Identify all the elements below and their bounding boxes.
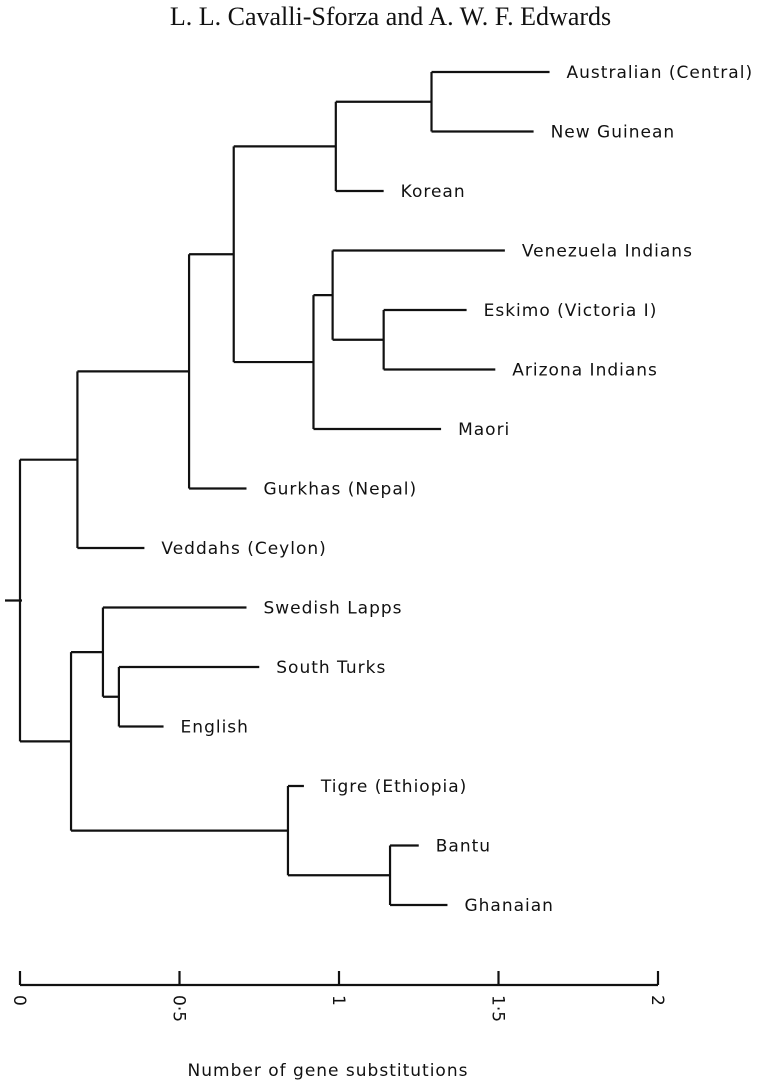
tick-label: 1 bbox=[328, 995, 348, 1006]
tick-label: 2 bbox=[647, 995, 667, 1006]
leaf-label: Arizona Indians bbox=[512, 361, 658, 381]
leaf-label: Bantu bbox=[436, 837, 491, 857]
leaf-label: Veddahs (Ceylon) bbox=[161, 539, 326, 559]
leaf-label: English bbox=[181, 718, 249, 738]
leaf-label: Gurkhas (Nepal) bbox=[263, 480, 417, 500]
tree-branches bbox=[5, 70, 550, 907]
tick-label: 0·5 bbox=[169, 995, 189, 1022]
tick-label: 1·5 bbox=[488, 995, 508, 1022]
x-axis-title: Number of gene substitutions bbox=[188, 1061, 469, 1081]
leaf-label: Swedish Lapps bbox=[263, 599, 402, 619]
leaf-label: South Turks bbox=[276, 658, 386, 678]
leaf-label: Tigre (Ethiopia) bbox=[320, 777, 467, 797]
tick-label: 0 bbox=[9, 995, 29, 1006]
x-axis: 0 0·5 1 1·5 2 bbox=[9, 971, 667, 1022]
leaf-label: Eskimo (Victoria I) bbox=[484, 301, 658, 321]
running-head: L. L. Cavalli-Sforza and A. W. F. Edward… bbox=[169, 2, 612, 31]
leaf-label: Korean bbox=[401, 182, 466, 202]
leaf-label: New Guinean bbox=[551, 123, 676, 143]
leaf-label: Maori bbox=[458, 420, 510, 440]
leaf-label: Venezuela Indians bbox=[522, 242, 693, 262]
leaf-label: Australian (Central) bbox=[567, 63, 754, 83]
leaf-label: Ghanaian bbox=[464, 896, 553, 916]
leaf-labels: Australian (Central) New GuineanKoreanVen… bbox=[161, 63, 754, 916]
